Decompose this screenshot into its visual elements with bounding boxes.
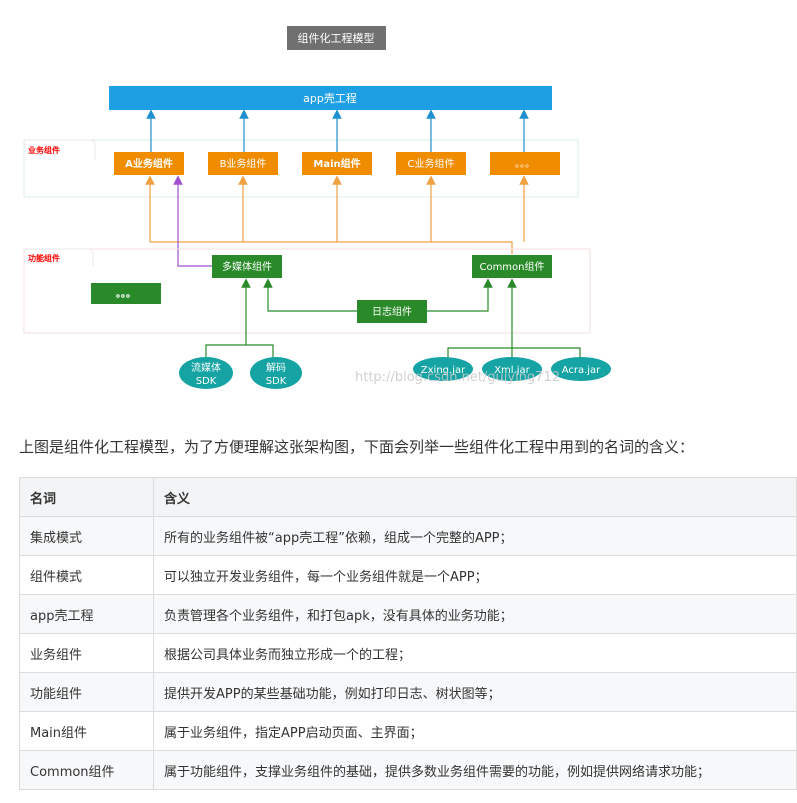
business-group-frame (23, 139, 579, 198)
header-meaning: 含义 (153, 477, 797, 517)
meaning-cell: 负责管理各个业务组件，和打包apk，没有具体的业务功能； (153, 594, 797, 634)
svg-text:SDK: SDK (266, 376, 287, 387)
business-group-label: 业务组件 (28, 145, 60, 155)
arrow-log-to-multimedia (263, 278, 357, 312)
svg-text:。。。: 。。。 (515, 159, 535, 170)
shell-project-label: app壳工程 (303, 91, 357, 105)
common-dependency-bus (150, 241, 513, 254)
function-group-frame (23, 248, 591, 334)
meaning-cell: 根据公司具体业务而独立形成一个的工程； (153, 633, 797, 673)
business-component-b: B业务组件 (208, 152, 278, 175)
arrow-multimedia-to-a (173, 175, 212, 267)
function-group-label: 功能组件 (28, 253, 60, 263)
diagram-title: 组件化工程模型 (287, 26, 386, 50)
table-row: 集成模式所有的业务组件被“app壳工程”依赖，组成一个完整的APP； (19, 516, 797, 556)
jar-acra: Acra.jar (551, 357, 611, 381)
svg-text:Common组件: Common组件 (479, 260, 544, 273)
svg-text:Xml.jar: Xml.jar (494, 365, 530, 376)
svg-text:Acra.jar: Acra.jar (562, 365, 601, 376)
business-component-main: Main组件 (302, 152, 372, 175)
term-cell: 组件模式 (19, 555, 154, 595)
table-row: 业务组件根据公司具体业务而独立形成一个的工程； (19, 633, 797, 673)
svg-text:SDK: SDK (196, 376, 217, 387)
intro-text: 上图是组件化工程模型，为了方便理解这张架构图，下面会列举一些组件化工程中用到的名… (19, 438, 695, 456)
jar-zxing: Zxing.jar (413, 357, 473, 381)
shell-project-box: app壳工程 (109, 86, 552, 110)
meaning-cell: 可以独立开发业务组件，每一个业务组件就是一个APP； (153, 555, 797, 595)
term-cell: Main组件 (19, 711, 154, 751)
business-component-a: A业务组件 (114, 152, 184, 175)
svg-text:多媒体组件: 多媒体组件 (222, 260, 272, 273)
meaning-cell: 提供开发APP的某些基础功能，例如打印日志、树状图等； (153, 672, 797, 712)
sdk-decode: 解码 SDK (250, 357, 302, 389)
arrow-sdks-to-multimedia (205, 283, 274, 360)
term-cell: app壳工程 (19, 594, 154, 634)
table-row: 组件模式可以独立开发业务组件，每一个业务组件就是一个APP； (19, 555, 797, 595)
table-row: 功能组件提供开发APP的某些基础功能，例如打印日志、树状图等； (19, 672, 797, 712)
term-cell: Common组件 (19, 750, 154, 790)
sdk-streaming: 流媒体 SDK (179, 357, 233, 389)
arrow-jars-to-common (447, 283, 581, 360)
arrow-log-to-common (427, 278, 493, 312)
term-cell: 集成模式 (19, 516, 154, 556)
term-cell: 功能组件 (19, 672, 154, 712)
svg-text:C业务组件: C业务组件 (408, 157, 455, 170)
function-component-log: 日志组件 (357, 300, 427, 323)
function-component-multimedia: 多媒体组件 (212, 255, 282, 278)
business-component-c: C业务组件 (396, 152, 466, 175)
meaning-cell: 属于业务组件，指定APP启动页面、主界面； (153, 711, 797, 751)
svg-text:日志组件: 日志组件 (372, 305, 412, 318)
svg-text:流媒体: 流媒体 (191, 361, 221, 374)
function-component-common: Common组件 (472, 255, 552, 278)
svg-text:Main组件: Main组件 (313, 157, 360, 170)
architecture-diagram: 组件化工程模型 app壳工程 业务组件 A业务组件 B业务组件 Main组件 C… (0, 0, 797, 400)
jar-xml: Xml.jar (482, 357, 542, 381)
svg-text:Zxing.jar: Zxing.jar (421, 365, 466, 376)
svg-text:B业务组件: B业务组件 (220, 157, 267, 170)
terms-table: 名词 含义 集成模式所有的业务组件被“app壳工程”依赖，组成一个完整的APP；… (19, 477, 797, 790)
table-row: Main组件属于业务组件，指定APP启动页面、主界面； (19, 711, 797, 751)
svg-text:解码: 解码 (266, 361, 286, 374)
function-component-more: 。。。 (91, 283, 161, 304)
svg-text:。。。: 。。。 (116, 289, 136, 300)
watermark: http://blog.csdn.net/guiying712 (355, 370, 560, 385)
table-row: app壳工程负责管理各个业务组件，和打包apk，没有具体的业务功能； (19, 594, 797, 634)
svg-text:A业务组件: A业务组件 (125, 157, 173, 170)
meaning-cell: 属于功能组件，支撑业务组件的基础，提供多数业务组件需要的功能，例如提供网络请求功… (153, 750, 797, 790)
business-component-more: 。。。 (490, 152, 560, 175)
diagram-title-text: 组件化工程模型 (298, 31, 375, 45)
meaning-cell: 所有的业务组件被“app壳工程”依赖，组成一个完整的APP； (153, 516, 797, 556)
header-term: 名词 (19, 477, 154, 517)
table-row: Common组件属于功能组件，支撑业务组件的基础，提供多数业务组件需要的功能，例… (19, 750, 797, 790)
term-cell: 业务组件 (19, 633, 154, 673)
table-header-row: 名词 含义 (19, 477, 797, 517)
